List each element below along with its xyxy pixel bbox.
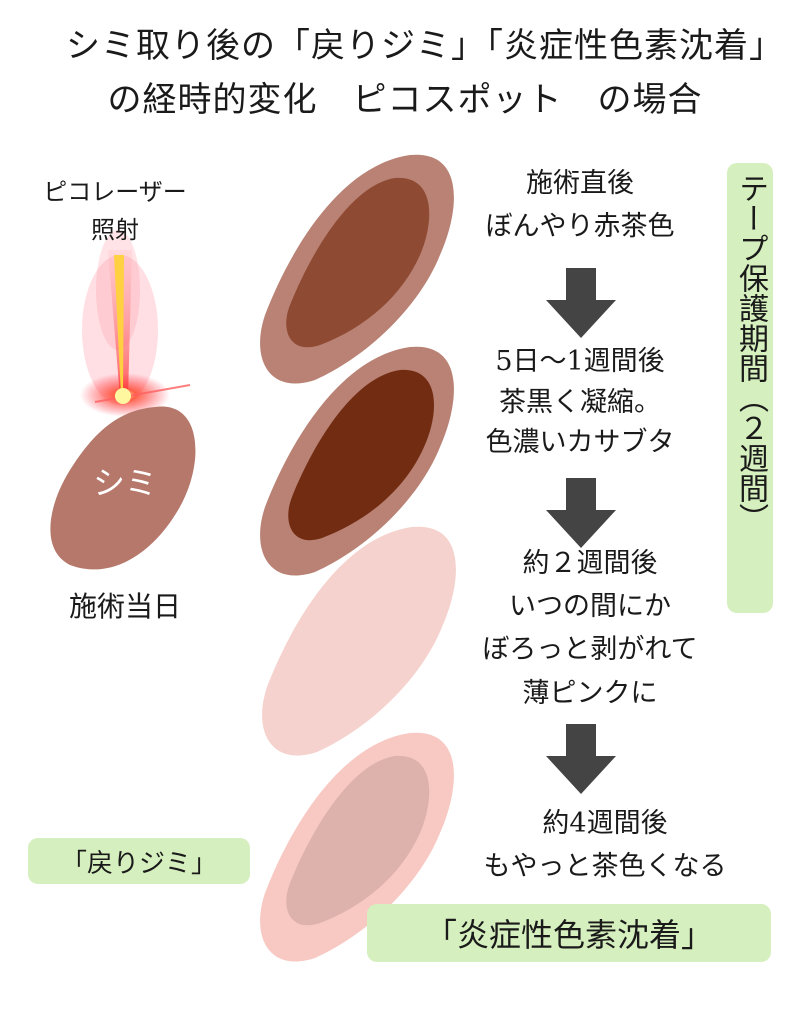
step-4-line-2: もやっと茶色くなる [483, 851, 727, 883]
spot-label: シミ [92, 464, 157, 502]
step-3-line-1: 約２週間後 [522, 548, 658, 579]
step-1-line-1: 施術直後 [526, 168, 634, 199]
arrow-down-icon [546, 268, 616, 338]
return-spot-box: 「戻りジミ」 [28, 838, 250, 884]
spot-shape [50, 406, 196, 570]
step-2-line-2: 茶黒く凝縮。 [499, 386, 661, 418]
pih-box: 「炎症性色素沈着」 [367, 904, 771, 962]
stage1-inner [286, 177, 430, 348]
step-2-text: 5日～1週間後 茶黒く凝縮。 色濃いカサブタ [455, 342, 705, 464]
stage3-shape [262, 526, 456, 756]
day-label: 施術当日 [68, 590, 181, 623]
tape-period-box: テープ保護期間（２週間） [727, 163, 773, 613]
step-1-line-2: ぼんやり赤茶色 [485, 211, 675, 243]
step-2-line-1: 5日～1週間後 [495, 346, 665, 377]
step-1-text: 施術直後 ぼんやり赤茶色 [460, 162, 700, 248]
step-3-line-4: 薄ピンクに [522, 677, 658, 709]
return-spot-label: 「戻りジミ」 [60, 848, 217, 879]
laser-beam-icon [80, 230, 191, 417]
title-line-2: の経時的変化 ピコスポット の場合 [107, 80, 703, 120]
laser-label-line-1: ピコレーザー [43, 178, 187, 206]
stage4-inner [286, 755, 430, 926]
stage2-inner [288, 369, 434, 541]
laser-label-line-2: 照射 [91, 216, 139, 244]
step-3-line-3: ぼろっと剥がれて [482, 634, 698, 666]
step-4-text: 約4週間後 もやっと茶色くなる [455, 802, 755, 888]
pih-label: 「炎症性色素沈着」 [424, 916, 713, 954]
step-4-line-1: 約4週間後 [542, 808, 668, 839]
step-2-line-3: 色濃いカサブタ [485, 427, 675, 458]
step-3-line-2: いつの間にか [509, 591, 671, 623]
step-3-text: 約２週間後 いつの間にか ぼろっと剥がれて 薄ピンクに [455, 542, 725, 715]
arrow-down-icon [546, 724, 616, 794]
title-line-1: シミ取り後の「戻りジミ」「炎症性色素沈着」 [66, 26, 784, 66]
arrow-down-icon [546, 478, 616, 548]
